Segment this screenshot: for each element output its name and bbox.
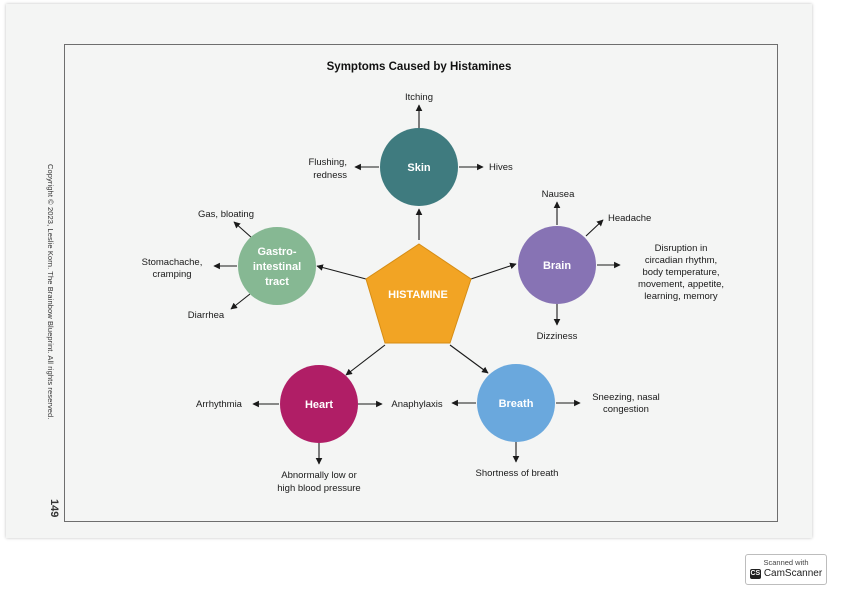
symptom-disruption-line5: learning, memory — [644, 291, 718, 302]
symptom-dizziness: Dizziness — [537, 331, 578, 342]
arrow-gi-diarrhea — [230, 293, 251, 310]
arrow-histamine-brain — [470, 262, 517, 280]
brain-label: Brain — [543, 260, 571, 272]
symptom-nausea: Nausea — [542, 189, 575, 200]
symptom-hives: Hives — [489, 162, 513, 173]
symptom-disruption-line2: circadian rhythm, — [645, 255, 717, 266]
heart-label: Heart — [305, 399, 333, 411]
arrow-histamine-gi — [316, 264, 367, 280]
symptom-stomachache-line2: cramping — [152, 269, 191, 280]
symptom-blood-pressure-line2: high blood pressure — [277, 483, 360, 494]
symptom-disruption-line4: movement, appetite, — [638, 279, 724, 290]
breath-label: Breath — [499, 398, 534, 410]
arrow-gi-gas — [233, 221, 253, 239]
gi-label-line1: Gastro- — [257, 246, 296, 258]
breath-node — [477, 364, 555, 442]
camscanner-brand-text: CamScanner — [763, 568, 823, 579]
brain-node — [518, 226, 596, 304]
histamine-pentagon — [365, 243, 472, 344]
arrow-brain-headache — [585, 219, 604, 237]
symptom-diarrhea: Diarrhea — [188, 310, 225, 321]
diagram-frame — [64, 44, 778, 522]
symptom-disruption-line3: body temperature, — [642, 267, 719, 278]
symptom-stomachache-line1: Stomachache, — [142, 257, 203, 268]
symptom-arrows — [213, 104, 621, 465]
scanned-with-text: Scanned with — [763, 558, 809, 567]
symptom-gas-bloating: Gas, bloating — [198, 209, 254, 220]
gi-tract-node — [238, 227, 316, 305]
camscanner-brand: CS CamScanner — [746, 568, 826, 579]
center-connectors — [316, 208, 517, 376]
arrow-histamine-heart — [345, 344, 386, 376]
diagram-title: Symptoms Caused by Histamines — [327, 61, 512, 73]
camscanner-badge: Scanned with CS CamScanner — [745, 554, 827, 585]
symptom-disruption-line1: Disruption in — [655, 243, 708, 254]
symptom-itching: Itching — [405, 92, 433, 103]
symptom-sneezing-line1: Sneezing, nasal — [592, 392, 660, 403]
arrow-histamine-breath — [449, 344, 489, 374]
skin-node — [380, 128, 458, 206]
heart-node — [280, 365, 358, 443]
histamine-label: HISTAMINE — [388, 289, 448, 301]
skin-label: Skin — [407, 162, 431, 174]
symptom-blood-pressure-line1: Abnormally low or — [281, 470, 357, 481]
symptom-flushing-line1: Flushing, — [308, 157, 347, 168]
gi-label-line2: intestinal — [253, 261, 301, 273]
symptom-headache: Headache — [608, 213, 651, 224]
symptom-arrhythmia: Arrhythmia — [196, 399, 243, 410]
symptom-flushing-line2: redness — [313, 170, 347, 181]
gi-label-line3: tract — [265, 276, 289, 288]
symptom-sneezing-line2: congestion — [603, 404, 649, 415]
symptom-anaphylaxis: Anaphylaxis — [391, 399, 442, 410]
symptom-shortness-of-breath: Shortness of breath — [476, 468, 559, 479]
camscanner-logo-icon: CS — [749, 568, 761, 579]
